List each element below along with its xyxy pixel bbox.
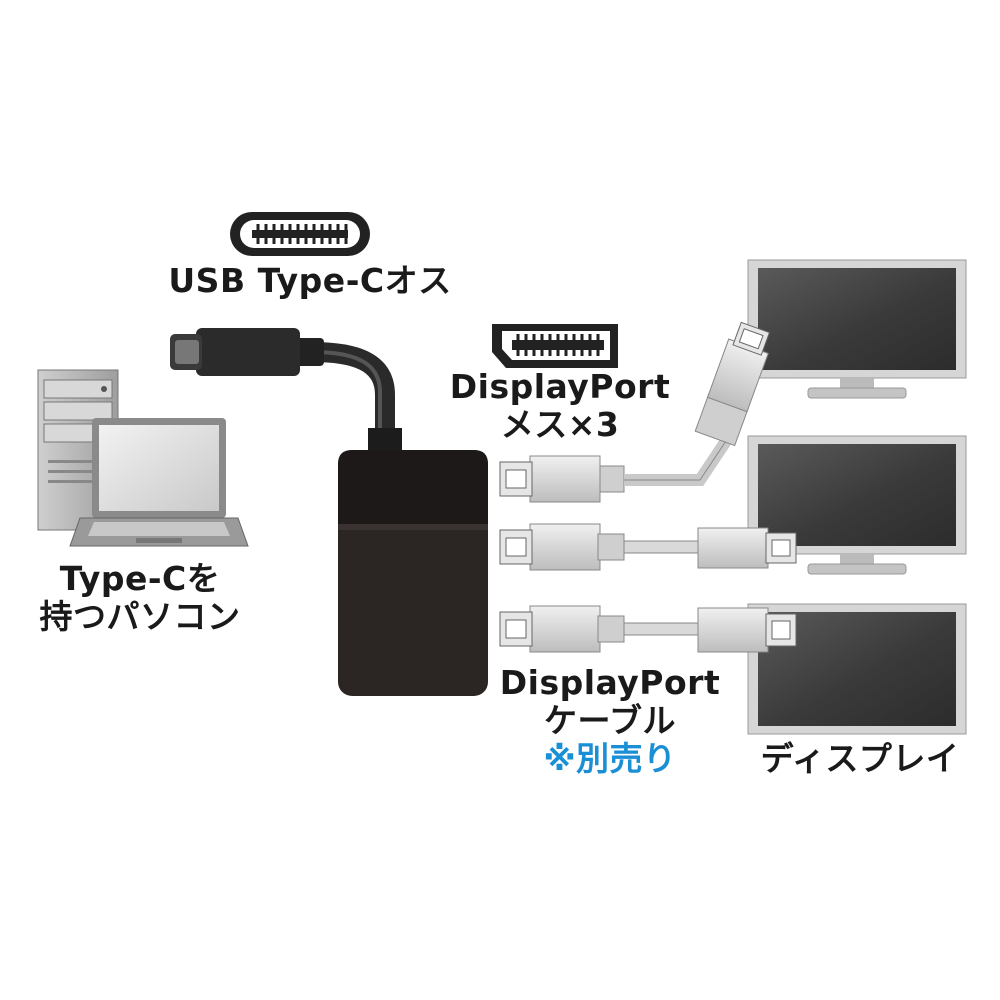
displayport-port-icon: [492, 324, 618, 368]
cable-label-line2: ケーブル: [543, 700, 677, 740]
usb-c-male-text: USB Type-Cオス: [168, 261, 452, 300]
cable-sold-separately-note: ※別売り: [543, 738, 677, 778]
display-1: [747, 259, 967, 399]
display-label-text: ディスプレイ: [760, 739, 960, 778]
laptop: [69, 418, 249, 547]
displayport-cable-3: [499, 605, 797, 653]
displayport-cable-1: [499, 321, 771, 503]
pc-label: Type-Cを 持つパソコン: [20, 560, 260, 636]
pc-label-line2: 持つパソコン: [39, 596, 241, 636]
displayport-female-label: DisplayPort メス×3: [440, 368, 680, 444]
displayport-female-line2: メス×3: [500, 404, 620, 444]
desktop-and-laptop-icon: [37, 369, 249, 547]
adapter-body: [338, 450, 488, 696]
cable-label-line1: DisplayPort: [499, 663, 721, 702]
displayport-cable-2: [499, 523, 797, 571]
usb-c-port-icon: [230, 212, 370, 256]
displayport-female-line1: DisplayPort: [449, 367, 671, 406]
usb-c-cable: [170, 328, 402, 454]
displayport-cable-label: DisplayPort ケーブル ※別売り: [480, 664, 740, 778]
pc-label-line1: Type-Cを: [59, 559, 221, 598]
usb-c-male-label: USB Type-Cオス: [160, 262, 460, 300]
display-label: ディスプレイ: [740, 740, 980, 778]
monitor-icon: [747, 259, 967, 735]
